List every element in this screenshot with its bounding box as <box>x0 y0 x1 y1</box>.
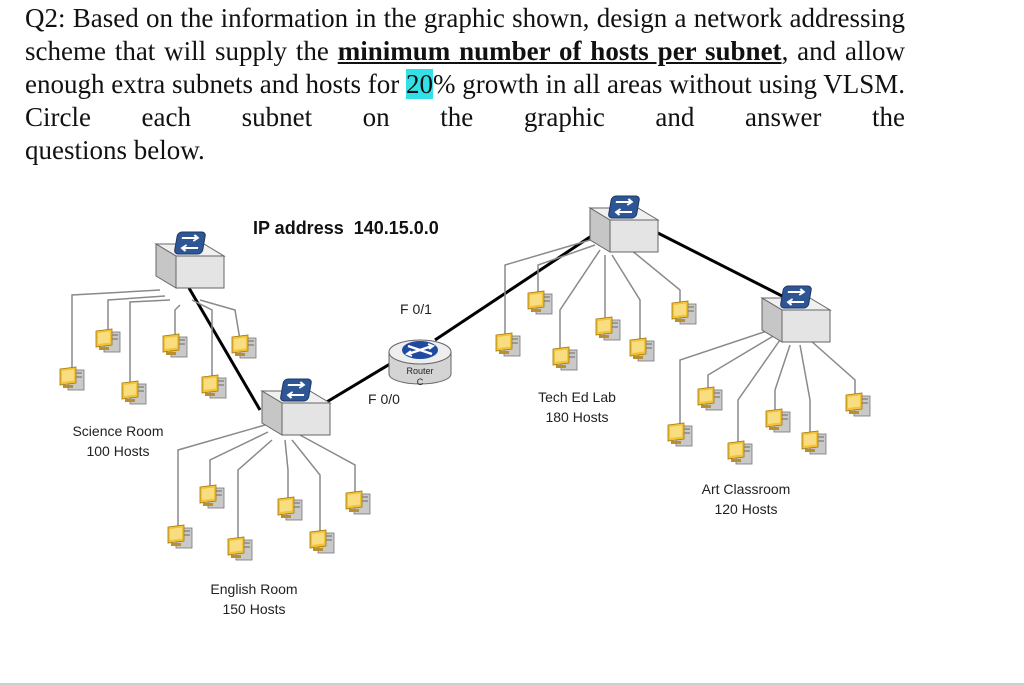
computer-icon <box>629 337 655 362</box>
switch-icon <box>608 195 640 219</box>
port-label-f00: F 0/0 <box>368 391 400 407</box>
question-part4: questions below. <box>25 135 205 165</box>
art-classroom-hosts: 120 Hosts <box>714 501 777 517</box>
computer-icon <box>495 332 521 357</box>
tech-lab-name: Tech Ed Lab <box>538 389 616 405</box>
computer-icon <box>727 440 753 465</box>
computer-icon <box>845 392 871 417</box>
english-room-hosts: 150 Hosts <box>222 601 285 617</box>
computers <box>59 290 871 561</box>
ip-address-label: IP address 140.15.0.0 <box>253 218 439 238</box>
router-label-1: Router <box>406 366 433 376</box>
switch-icon <box>280 378 312 402</box>
question-text: Q2: Based on the information in the grap… <box>25 2 905 167</box>
computer-icon <box>199 484 225 509</box>
router-icon <box>402 341 438 359</box>
host-cables <box>71 239 856 545</box>
computer-icon <box>231 334 257 359</box>
computer-icon <box>277 496 303 521</box>
computer-icon <box>309 529 335 554</box>
computer-icon <box>121 380 147 405</box>
computer-icon <box>801 430 827 455</box>
computer-icon <box>201 374 227 399</box>
question-bold-phrase: minimum number of hosts per subnet <box>337 36 782 66</box>
switch-icon <box>174 231 206 255</box>
science-room-name: Science Room <box>72 423 163 439</box>
switch-art <box>760 285 832 343</box>
tech-lab-hosts: 180 Hosts <box>545 409 608 425</box>
question-part3: % growth in all areas without using VLSM… <box>25 69 905 132</box>
computer-icon <box>345 490 371 515</box>
art-classroom-name: Art Classroom <box>702 481 791 497</box>
computer-icon <box>95 328 121 353</box>
router-c: Router C <box>388 339 452 387</box>
computer-icon <box>595 316 621 341</box>
link-science-english <box>187 287 262 411</box>
computer-icon <box>59 366 85 391</box>
switch-tech <box>588 195 660 253</box>
computer-icon <box>527 290 553 315</box>
switch-icon <box>780 285 812 309</box>
computer-icon <box>162 333 188 358</box>
highlighted-percent: 20 <box>405 69 433 99</box>
bottom-divider <box>0 683 1024 685</box>
question-part2: , and allow enough extra subnets and hos… <box>25 36 905 99</box>
link-tech-art <box>647 226 791 302</box>
computer-icon <box>552 346 578 371</box>
english-room-name: English Room <box>210 581 297 597</box>
computer-icon <box>667 422 693 447</box>
router-label-2: C <box>417 377 424 387</box>
computer-icon <box>671 300 697 325</box>
computer-icon <box>697 386 723 411</box>
switch-english <box>260 378 332 436</box>
port-label-f01: F 0/1 <box>400 301 432 317</box>
computer-icon <box>167 524 193 549</box>
computer-icon <box>765 408 791 433</box>
switch-science <box>154 231 226 289</box>
computer-icon <box>227 536 253 561</box>
question-part1: Q2: Based on the information in the grap… <box>25 3 905 66</box>
link-router-tech <box>434 223 609 342</box>
science-room-hosts: 100 Hosts <box>86 443 149 459</box>
